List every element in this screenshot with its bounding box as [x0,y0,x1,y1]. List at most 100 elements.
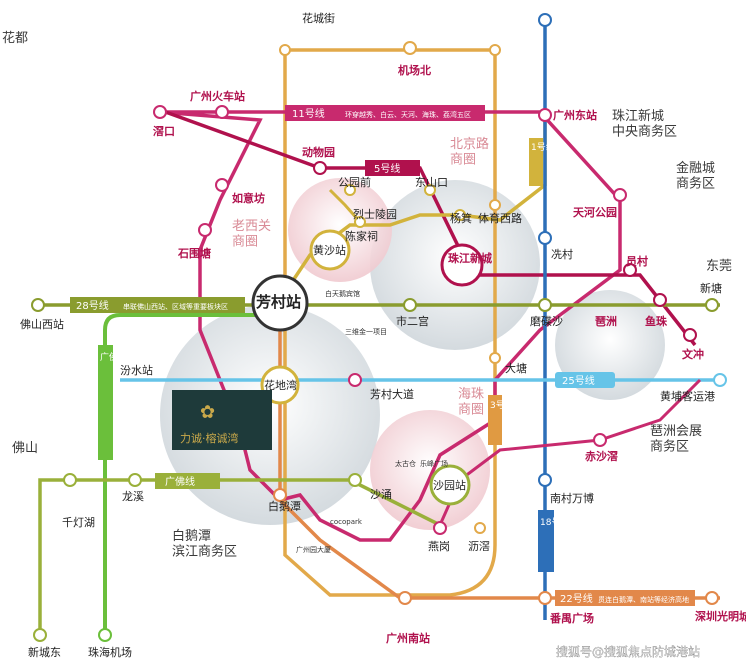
label-guangzhounanzhan: 广州南站 [386,631,430,645]
landmark-taigucang: 太古仓 [395,459,416,468]
label-fenshuixiao: 汾水站 [120,363,153,377]
label-shayong: 沙涌 [370,488,392,501]
svg-text:广佛线: 广佛线 [165,475,195,488]
label-yangang: 燕岗 [428,540,450,553]
svg-text:串联佛山西站、区域等重要板块区: 串联佛山西站、区域等重要板块区 [123,302,228,311]
label-huangpukeyun: 黄埔客运港 [660,389,715,403]
line-8 [328,188,362,223]
landmark-baietan-hotel: 白天鹅宾馆 [325,289,360,298]
label-nancunwanbo: 南村万博 [550,491,594,505]
label-shayuanzhan: 沙园站 [433,478,466,492]
label-xiaokou: 滘口 [153,124,175,138]
label-dongwuyuan: 动物园 [302,145,335,159]
line-5-label: 5号线 [365,160,420,176]
label-tianhegongyuan: 天河公园 [573,205,617,219]
svg-text:贯连白鹅潭、南站等经济高地: 贯连白鹅潭、南站等经济高地 [598,595,689,604]
shayuan-ring [429,464,471,506]
guangfo-label: 广佛线 [155,473,220,489]
label-lijiao: 沥滘 [468,540,490,553]
label-datang: 大塘 [505,361,527,375]
label-panyuguangchang: 番禺广场 [549,611,594,625]
zone-laoxiguan: 老西关商圈 [232,219,271,250]
line-1-label: 1号线 [529,138,555,186]
svg-text:11号线: 11号线 [292,107,325,120]
zhuji-label: 广佛江珠城际轨道 [98,345,172,460]
line-25-label: 25号线 [555,372,615,388]
fangcun-station-ring [251,274,309,332]
svg-text:力诚·榕诚湾: 力诚·榕诚湾 [180,431,239,445]
label-baietan-st: 白鹅潭 [268,499,301,513]
line-11 [159,110,622,542]
zone-foshan: 佛山 [12,441,38,456]
landmark-sanwei: 三维金一项目 [345,327,387,336]
zone-beijinglu: 北京路商圈 [450,136,489,168]
label-shenzhenguangming: 深圳光明城 [695,609,746,623]
huangsha-ring [309,229,351,271]
zone-baietan-cbd: 白鹅潭滨江商务区 [172,528,237,560]
label-longxi: 龙溪 [122,490,144,503]
label-wenchong: 文冲 [682,347,704,361]
label-chishajiao: 赤沙滘 [585,449,618,463]
svg-text:环穿越秀、白云、天河、海珠、荔湾五区: 环穿越秀、白云、天河、海珠、荔湾五区 [345,110,471,119]
label-fangcunzhan: 芳村站 [256,293,301,311]
label-huachengjie: 花城街 [302,11,335,25]
line-18-label: 18号线 [538,510,569,572]
line-28-label: 28号线 串联佛山西站、区域等重要板块区 [70,297,245,313]
line-zhuji [103,313,290,640]
svg-text:3号线: 3号线 [490,399,514,411]
label-xintang: 新塘 [700,281,722,295]
line-22-label: 22号线 贯连白鹅潭、南站等经济高地 [555,590,695,606]
landmark-gz-dajuyuan: 广州园大厦 [296,545,331,554]
svg-text:广佛江珠城际轨道: 广佛江珠城际轨道 [100,351,172,363]
svg-text:1号线: 1号线 [531,141,555,153]
label-gz-huochezhan: 广州火车站 [190,89,245,103]
label-qiandenghu: 千灯湖 [62,516,95,529]
label-lieshilingyuan: 烈士陵园 [353,207,397,221]
line-2 [283,48,497,597]
svg-text:28号线: 28号线 [76,299,109,312]
zone-zhujiang-cbd: 珠江新城中央商务区 [612,108,677,140]
label-gongyuanqian: 公园前 [338,175,371,189]
zone-haizhu: 海珠商圈 [458,387,484,418]
zone-pazhou-expo: 琶洲会展商务区 [650,424,702,455]
label-pazhou: 琶洲 [595,315,617,328]
label-dongshankou: 东山口 [415,176,448,189]
svg-text:18号线: 18号线 [540,516,569,528]
label-huadiwan: 花地湾 [264,378,297,392]
svg-text:25号线: 25号线 [562,374,595,387]
zone-jinrongcheng: 金融城商务区 [676,160,715,192]
label-chenjiaci: 陈家祠 [345,229,378,243]
watermark: 搜狐号@搜狐焦点防城港站 [556,644,700,659]
line-3-label: 3号线 [488,395,514,445]
svg-text:22号线: 22号线 [560,592,593,605]
landmark-lecheng: 乐峰广场 [420,459,448,468]
label-yuzhu: 鱼珠 [645,314,668,328]
label-shiergong: 市二宫 [396,314,429,328]
label-shiweitang: 石围塘 [177,246,211,260]
zone-dongguan: 东莞 [706,259,732,274]
label-mojiesha: 磨碟沙 [530,315,563,328]
label-jichangbei: 机场北 [398,63,431,77]
label-yangji: 杨箕 [450,211,472,225]
line-11-label: 11号线 环穿越秀、白云、天河、海珠、荔湾五区 [285,105,485,121]
label-zhuhaijichang: 珠海机场 [88,645,132,659]
label-xinchengdong: 新城东 [28,645,61,659]
line-guangfo [38,478,441,640]
label-yuancun: 员村 [626,254,648,268]
svg-text:✿: ✿ [200,402,215,423]
label-huangshazhan: 黄沙站 [313,243,346,257]
label-ruyifang: 如意坊 [232,191,265,205]
label-gz-dongzhan: 广州东站 [553,108,597,122]
svg-text:5号线: 5号线 [374,162,400,175]
label-tiyuxilu: 体育西路 [478,211,522,225]
brand-logo: ✿ 力诚·榕诚湾 [172,390,272,450]
label-zhujiangxincheng: 珠江新城 [448,251,492,265]
zone-huadu: 花都 [2,30,28,46]
landmark-cocopark: cocopark [330,518,363,526]
zhujiang-ring [440,243,484,287]
label-xiancun: 冼村 [551,247,573,261]
label-foshanxizhan: 佛山西站 [20,317,64,331]
label-fangcundadao: 芳村大道 [370,387,414,401]
station-markers [31,13,727,642]
